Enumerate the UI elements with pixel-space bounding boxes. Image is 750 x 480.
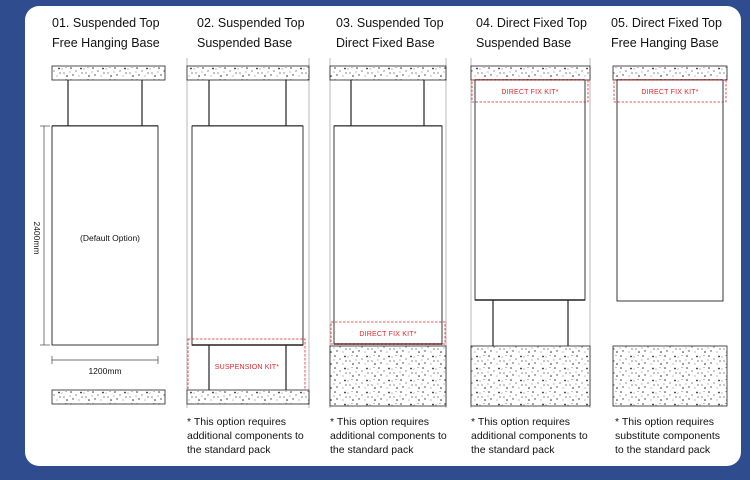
option-03-note-line2: additional components to <box>330 430 447 442</box>
option-05-direct-fix-kit-outline <box>613 79 727 103</box>
option-02-title-line1: 02. Suspended Top <box>197 16 305 30</box>
option-03-direct-fix-kit-outline <box>330 321 446 345</box>
option-04-title-line1: 04. Direct Fixed Top <box>476 16 587 30</box>
option-02-title-line2: Suspended Base <box>197 36 292 50</box>
option-02-suspension-kit-outline <box>187 338 306 392</box>
option-05-title-line1: 05. Direct Fixed Top <box>611 16 722 30</box>
option-02-note-line1: * This option requires <box>187 416 286 428</box>
option-03-panel <box>333 125 443 345</box>
option-05-note-line3: to the standard pack <box>615 444 711 456</box>
option-04-title-line2: Suspended Base <box>476 36 571 50</box>
option-03-floor <box>329 345 447 407</box>
option-03: 03. Suspended Top Direct Fixed Base DIRE… <box>329 16 447 456</box>
option-05: 05. Direct Fixed Top Free Hanging Base D… <box>611 16 728 456</box>
mounting-options-diagram: 01. Suspended Top Free Hanging Base (Def… <box>32 16 728 456</box>
option-05-title-line2: Free Hanging Base <box>611 36 719 50</box>
option-03-note-line1: * This option requires <box>330 416 429 428</box>
option-04-note-line3: the standard pack <box>471 444 555 456</box>
option-04-ceiling <box>470 65 591 81</box>
diagram-panel: 01. Suspended Top Free Hanging Base (Def… <box>25 6 741 466</box>
option-04-direct-fix-kit-label: DIRECT FIX KIT* <box>501 89 558 96</box>
option-01-ceiling <box>51 65 166 81</box>
option-02-floor <box>186 389 310 405</box>
option-04-direct-fix-kit-outline <box>471 79 589 103</box>
option-03-title-line1: 03. Suspended Top <box>336 16 444 30</box>
option-03-title-line2: Direct Fixed Base <box>336 36 435 50</box>
option-03-direct-fix-kit-label: DIRECT FIX KIT* <box>359 331 416 338</box>
option-01-title-line2: Free Hanging Base <box>52 36 160 50</box>
option-01: 01. Suspended Top Free Hanging Base (Def… <box>32 16 166 405</box>
option-05-panel <box>616 79 724 302</box>
option-02-suspension-kit-label: SUSPENSION KIT* <box>215 364 280 371</box>
option-05-direct-fix-kit-label: DIRECT FIX KIT* <box>641 89 698 96</box>
option-01-default-label: (Default Option) <box>80 233 140 243</box>
option-04-note-line2: additional components to <box>471 430 588 442</box>
option-04-floor <box>470 345 591 407</box>
option-01-panel <box>51 125 159 346</box>
option-04-panel <box>474 79 586 301</box>
option-05-ceiling <box>612 65 728 81</box>
option-03-ceiling <box>329 65 447 81</box>
option-04-note-line1: * This option requires <box>471 416 570 428</box>
option-01-floor <box>51 389 166 405</box>
option-01-height-label: 2400mm <box>32 221 42 254</box>
option-02: 02. Suspended Top Suspended Base SUSPENS… <box>186 16 310 456</box>
option-05-floor <box>612 345 728 407</box>
option-05-note-line2: substitute components <box>615 430 720 442</box>
option-03-note-line3: the standard pack <box>330 444 414 456</box>
option-02-note-line2: additional components to <box>187 430 304 442</box>
option-01-width-label: 1200mm <box>88 366 121 376</box>
option-02-ceiling <box>186 65 310 81</box>
option-05-note-line1: * This option requires <box>615 416 714 428</box>
option-04: 04. Direct Fixed Top Suspended Base DIRE… <box>470 16 591 456</box>
option-02-note-line3: the standard pack <box>187 444 271 456</box>
option-01-title-line1: 01. Suspended Top <box>52 16 160 30</box>
option-02-panel <box>191 125 304 346</box>
